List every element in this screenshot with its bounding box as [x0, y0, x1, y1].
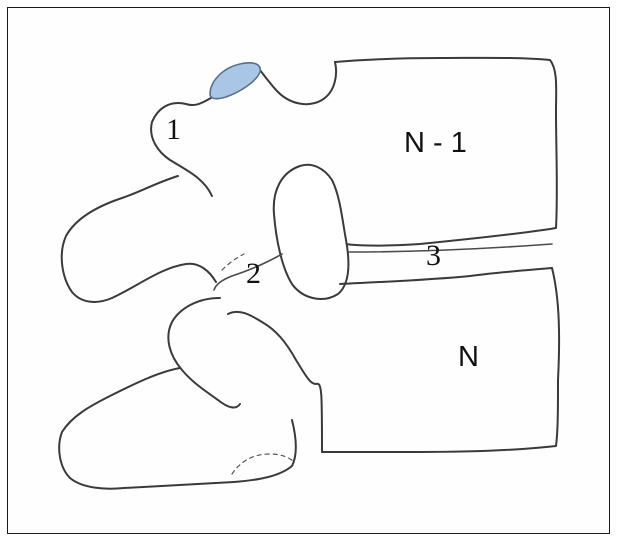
lower-vertebra: [59, 268, 559, 489]
facet-dashed-line: [222, 254, 244, 270]
highlighted-facet: [210, 63, 260, 99]
articular-process: [214, 165, 348, 299]
marker-1-label: 1: [166, 113, 181, 146]
marker-3-label: 3: [426, 239, 441, 272]
upper-vertebra-label: N - 1: [404, 127, 467, 159]
lower-vertebra-label: N: [458, 341, 479, 373]
intervertebral-disc: [340, 244, 552, 284]
lower-vertebra-pedicle: [168, 298, 322, 452]
marker-2-label: 2: [246, 257, 261, 290]
lower-vertebra-spinous: [59, 368, 296, 489]
disc-lower-line: [340, 268, 552, 284]
articular-process-outline: [274, 165, 349, 299]
lower-vertebra-body: [322, 268, 559, 452]
